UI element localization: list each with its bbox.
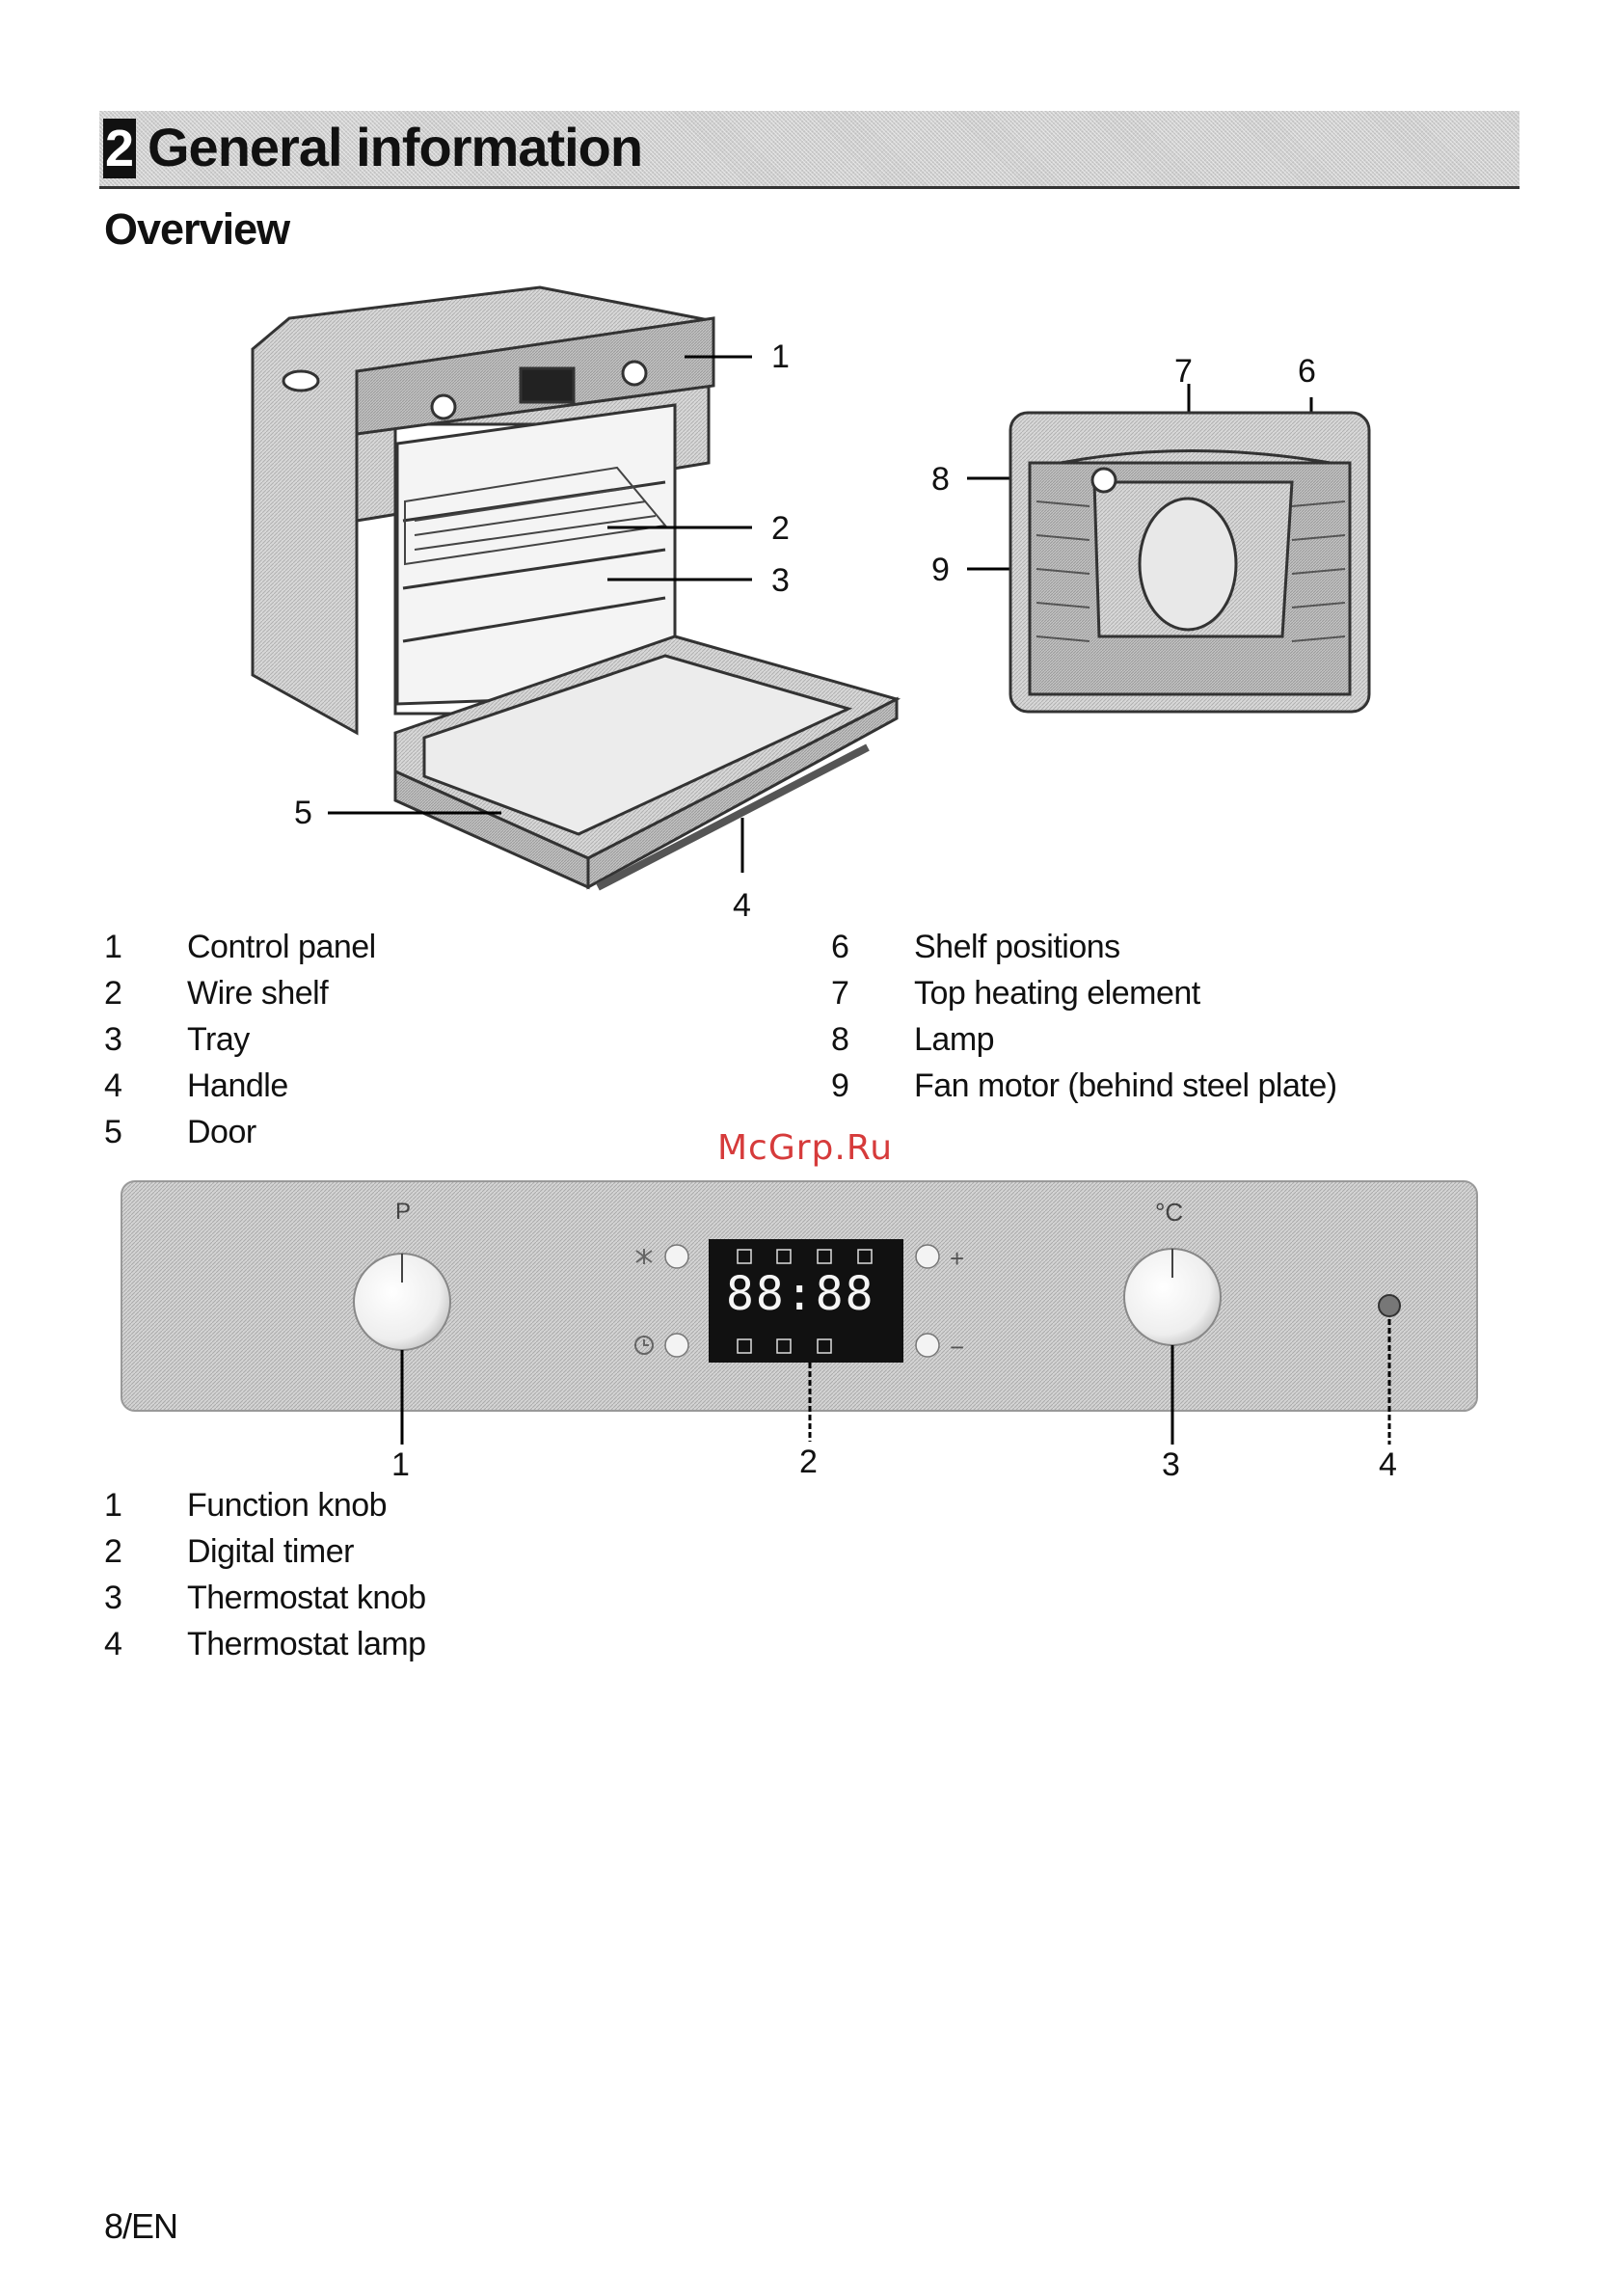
callout-6: 6 (1298, 355, 1316, 388)
panel-callout-3: 3 (1162, 1448, 1180, 1481)
callout-2: 2 (771, 512, 790, 545)
callout-3: 3 (771, 564, 790, 597)
callout-4: 4 (733, 889, 751, 922)
subsection-title: Overview (104, 204, 289, 255)
timer-digits: 88:88 (726, 1271, 875, 1317)
function-symbol: P (395, 1196, 411, 1229)
section-title: General information (148, 117, 642, 178)
shelf-rails (1036, 501, 1345, 641)
thermostat-symbol: °C (1155, 1196, 1183, 1229)
oven-door (395, 636, 897, 887)
oven-body (253, 287, 709, 733)
panel-callout-2: 2 (799, 1445, 818, 1478)
plus-button-label[interactable]: + (950, 1242, 964, 1275)
page-footer: 8/EN (104, 2206, 177, 2247)
section-header: 2 General information (99, 111, 1520, 189)
oven-cavity-view (1010, 413, 1369, 712)
thermostat-lamp (1379, 1295, 1400, 1316)
callout-7: 7 (1174, 355, 1193, 388)
wire-shelf (405, 468, 665, 564)
section-number: 2 (103, 119, 136, 178)
callout-5: 5 (294, 797, 312, 829)
thermostat-knob (1124, 1249, 1221, 1345)
callout-8: 8 (931, 463, 950, 496)
function-knob (354, 1254, 450, 1350)
panel-callout-4: 4 (1379, 1448, 1397, 1481)
callout-9: 9 (931, 554, 950, 586)
oven-control-panel (357, 318, 713, 434)
watermark: McGrp.Ru (717, 1128, 893, 1168)
minus-button-label[interactable]: − (950, 1331, 964, 1364)
callout-1: 1 (771, 340, 790, 373)
panel-callout-1: 1 (391, 1448, 410, 1481)
